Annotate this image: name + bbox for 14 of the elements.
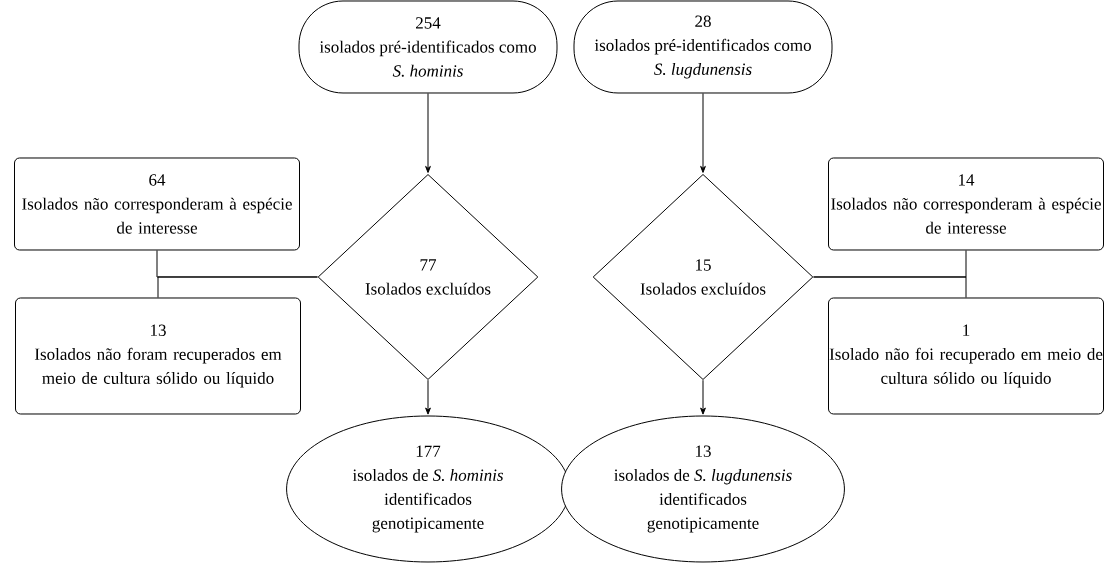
arrow (425, 379, 431, 415)
connector-line (157, 276, 318, 298)
connector-line (813, 276, 967, 298)
node-label: isolados de S. lugdunensis identificados genotipicamente (614, 468, 792, 533)
process-box: 1 Isolado não foi recuperado em meio de cultura sólido ou líquido (828, 297, 1104, 415)
terminal-box: 254 isolados pré-identificados como S. hominis (298, 0, 558, 94)
node-label: 13 (695, 445, 711, 457)
arrow (425, 93, 431, 173)
process-box: 13 Isolados não foram recuperados em meio de cultura sólido ou líquido (15, 297, 301, 415)
arrow (700, 379, 706, 415)
terminal-box: 28 isolados pré-identificados como S. lugdunensis (573, 0, 833, 94)
process-box: 64 Isolados não corresponderam à espécie de interesse (14, 157, 300, 251)
process-box: 14 Isolados não corresponderam à espécie de interesse (828, 157, 1104, 251)
arrow (700, 93, 706, 173)
